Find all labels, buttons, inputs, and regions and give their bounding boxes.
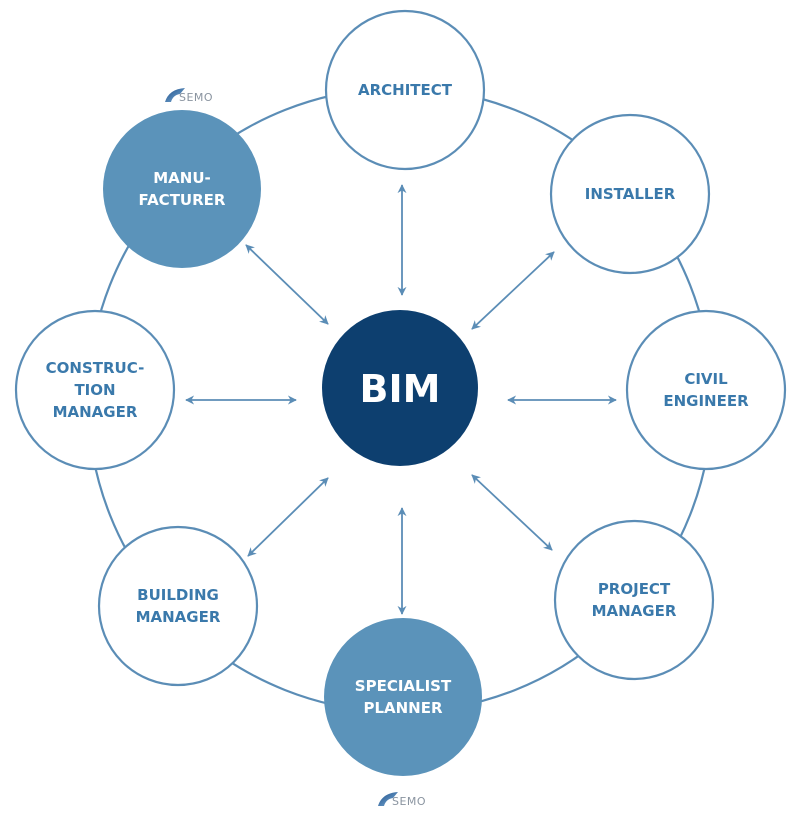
node-label-project-manager-0: PROJECT xyxy=(598,580,671,598)
node-label-architect-0: ARCHITECT xyxy=(358,81,453,99)
node-civil-engineer: CIVIL ENGINEER xyxy=(625,309,787,471)
node-label-construction-manager-0: CONSTRUC- xyxy=(46,359,145,377)
semo-logo-bottom: SEMO xyxy=(378,792,426,808)
node-label-manufacturer-0: MANU- xyxy=(153,169,211,187)
semo-logo-top: SEMO xyxy=(165,88,213,104)
node-project-manager: PROJECT MANAGER xyxy=(553,519,715,681)
node-label-specialist-planner-1: PLANNER xyxy=(363,699,443,717)
role-nodes: ARCHITECT INSTALLER CIVIL ENGINEER PROJECT MA… xyxy=(14,9,787,776)
node-manufacturer: MANU- FACTURER xyxy=(103,110,261,268)
node-circle-construction-manager xyxy=(14,309,176,471)
node-label-installer-0: INSTALLER xyxy=(585,185,676,203)
node-label-construction-manager-2: MANAGER xyxy=(53,403,138,421)
bim-center: BIM xyxy=(322,310,478,466)
double-arrow-installer xyxy=(471,251,555,330)
node-specialist-planner: SPECIALIST PLANNER xyxy=(324,618,482,776)
double-arrow-building-manager xyxy=(247,477,329,557)
node-label-project-manager-1: MANAGER xyxy=(592,602,677,620)
double-arrow-manufacturer xyxy=(245,244,329,325)
node-label-specialist-planner-0: SPECIALIST xyxy=(355,677,452,695)
double-arrow-project-manager xyxy=(471,474,553,551)
node-construction-manager: CONSTRUC- TION MANAGER xyxy=(14,309,176,471)
connector-arrows xyxy=(185,184,617,615)
bim-center-label: BIM xyxy=(360,367,441,411)
semo-logo-mark xyxy=(378,792,398,806)
node-label-civil-engineer-0: CIVIL xyxy=(684,370,728,388)
node-label-manufacturer-1: FACTURER xyxy=(139,191,226,209)
node-circle-specialist-planner xyxy=(324,618,482,776)
node-label-construction-manager-1: TION xyxy=(74,381,115,399)
node-circle-architect xyxy=(324,9,486,171)
semo-logo-mark xyxy=(165,88,185,102)
node-installer: INSTALLER xyxy=(549,113,711,275)
node-label-building-manager-0: BUILDING xyxy=(137,586,219,604)
node-circle-project-manager xyxy=(553,519,715,681)
semo-logo-text: SEMO xyxy=(179,91,213,104)
node-circle-building-manager xyxy=(97,525,259,687)
node-label-building-manager-1: MANAGER xyxy=(136,608,221,626)
node-circle-manufacturer xyxy=(103,110,261,268)
node-circle-installer xyxy=(549,113,711,275)
bim-center-circle xyxy=(322,310,478,466)
semo-logo-text: SEMO xyxy=(392,795,426,808)
node-building-manager: BUILDING MANAGER xyxy=(97,525,259,687)
node-architect: ARCHITECT xyxy=(324,9,486,171)
node-circle-civil-engineer xyxy=(625,309,787,471)
node-label-civil-engineer-1: ENGINEER xyxy=(663,392,749,410)
